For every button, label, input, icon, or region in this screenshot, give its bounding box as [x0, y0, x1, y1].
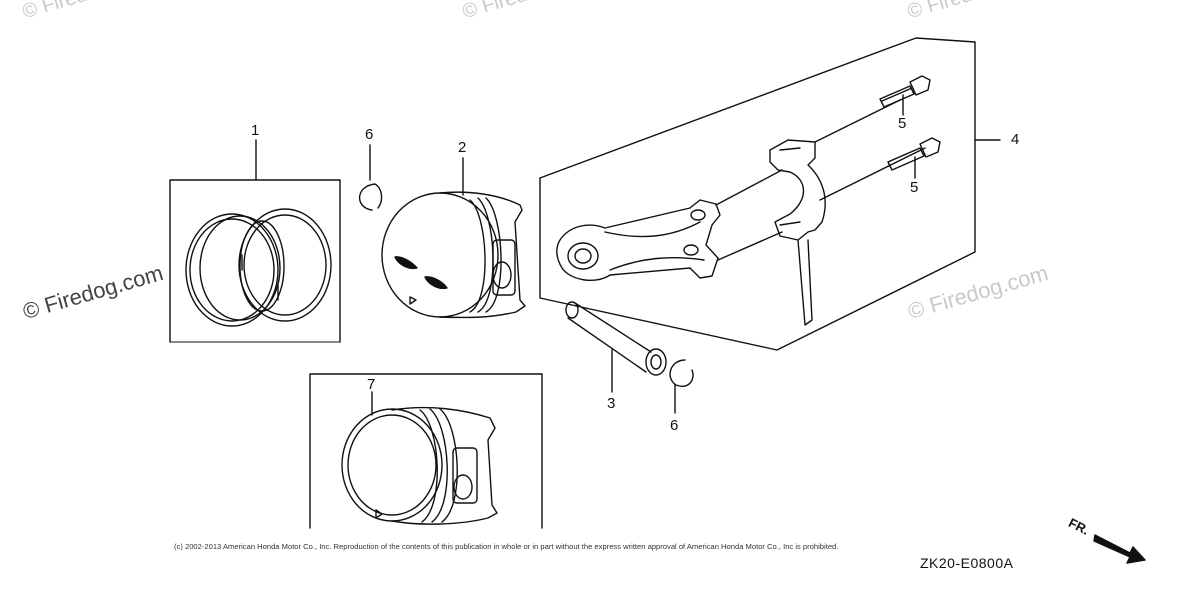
callout-part-7: 7	[367, 376, 376, 393]
circlip-lower	[669, 359, 694, 387]
bolt-lower	[887, 137, 941, 171]
callout-part-1: 1	[251, 122, 260, 139]
callout-part-6: 6	[670, 417, 679, 434]
bolt-upper	[879, 75, 931, 108]
rod-assembly-frame	[539, 37, 976, 351]
diagram-code: ZK20-E0800A	[920, 555, 1014, 571]
callout-part-5: 5	[898, 115, 907, 132]
callout-part-3: 3	[607, 395, 616, 412]
piston	[381, 191, 526, 319]
connecting-rod	[556, 199, 721, 282]
piston-rings	[185, 208, 332, 327]
ring-set-frame	[169, 179, 341, 343]
callout-part-5: 5	[910, 179, 919, 196]
rod-cap	[769, 139, 826, 326]
piston-pin	[565, 301, 667, 376]
piston-assy-frame	[309, 373, 543, 529]
callout-part-4: 4	[1011, 131, 1020, 148]
circlip-upper	[358, 183, 383, 211]
copyright-notice: (c) 2002-2013 American Honda Motor Co., …	[174, 542, 839, 551]
piston-assembly	[341, 406, 498, 525]
callout-part-6: 6	[365, 126, 374, 143]
callout-part-2: 2	[458, 139, 467, 156]
front-arrow-icon	[1093, 534, 1146, 564]
